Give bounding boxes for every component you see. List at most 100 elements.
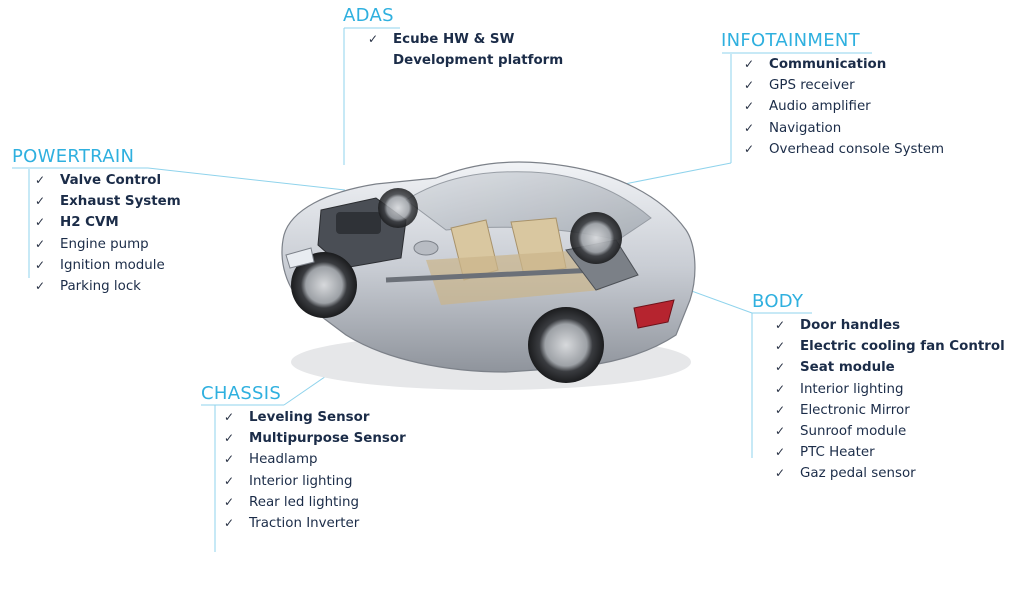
powertrain-item: Parking lock: [60, 278, 141, 294]
list-item: ✓ Ecube HW & SW: [368, 29, 563, 50]
check-icon: ✓: [775, 339, 786, 354]
chassis-item: Headlamp: [249, 452, 318, 468]
infotainment-item: Navigation: [769, 120, 842, 136]
check-icon: ✓: [744, 141, 755, 156]
body-item: Electronic Mirror: [800, 402, 910, 418]
list-item: ✓Interior lighting: [224, 471, 406, 492]
body-title: BODY: [752, 291, 804, 312]
list-item: ✓ GPS receiver: [744, 75, 944, 96]
powertrain-item: Exhaust System: [60, 194, 181, 210]
body-item: Electric cooling fan Control: [800, 339, 1005, 355]
list-item: Development platform: [368, 50, 563, 71]
list-item: ✓ Overhead console System: [744, 139, 944, 160]
list-item: ✓ Sunroof module: [775, 421, 1005, 442]
infotainment-item: Communication: [769, 57, 887, 72]
cutaway-car-icon: [266, 140, 706, 405]
front-right-wheel: [378, 188, 418, 228]
side-mirror: [413, 240, 439, 256]
rear-left-wheel: [528, 307, 604, 383]
list-item: ✓ Engine pump: [35, 234, 181, 255]
check-icon: ✓: [775, 381, 786, 396]
list-item: ✓ Headlamp: [224, 449, 406, 470]
list-item: ✓Gaz pedal sensor: [775, 463, 1005, 484]
check-icon: ✓: [775, 402, 786, 417]
adas-item-1: Ecube HW & SW: [393, 32, 515, 47]
list-item: ✓ Door handles: [775, 315, 1005, 336]
front-left-wheel: [291, 252, 357, 318]
headlight: [285, 247, 315, 269]
infotainment-item: GPS receiver: [769, 78, 855, 94]
check-icon: ✓: [224, 431, 235, 446]
list-item: ✓ Multipurpose Sensor: [224, 428, 406, 449]
chassis-item: Traction Inverter: [249, 515, 360, 531]
list-item: ✓ Navigation: [744, 118, 944, 139]
body-list: ✓ Door handles ✓ Electric cooling fan Cont…: [775, 315, 1005, 485]
chassis-item: Multipurpose Sensor: [249, 431, 406, 447]
list-item: ✓ H2 CVM: [35, 212, 181, 233]
powertrain-title: POWERTRAIN: [12, 146, 135, 167]
body-item: Seat module: [800, 360, 895, 376]
check-icon: ✓: [744, 57, 755, 71]
chassis-list: ✓ Leveling Sensor ✓ Multipurpose Sensor ✓ H…: [224, 407, 406, 534]
adas-list: ✓ Ecube HW & SW Development platform: [368, 29, 563, 71]
check-icon: ✓: [224, 515, 235, 530]
powertrain-item: Valve Control: [60, 173, 162, 188]
list-item: ✓ Leveling Sensor: [224, 407, 406, 428]
powertrain-item: Ignition module: [60, 257, 165, 273]
list-item: ✓ Ignition module: [35, 255, 181, 276]
check-icon: ✓: [224, 410, 235, 424]
list-item: ✓ Electronic Mirror: [775, 400, 1005, 421]
taillight: [633, 299, 675, 329]
adas-item-2: Development platform: [393, 53, 564, 69]
check-icon: ✓: [744, 120, 755, 135]
check-icon: ✓: [35, 257, 46, 272]
check-icon: ✓: [224, 494, 235, 509]
list-item: ✓ Parking lock: [35, 276, 181, 297]
check-icon: ✓: [775, 445, 786, 460]
infotainment-item: Audio amplifier: [769, 99, 871, 115]
check-icon: ✓: [775, 318, 786, 332]
car-illustration: [281, 161, 696, 390]
check-icon: ✓: [744, 78, 755, 93]
list-item: ✓ Interior lighting: [775, 379, 1005, 400]
powertrain-list: ✓Valve Control ✓Exhaust System ✓H2 CVM ✓…: [35, 170, 181, 297]
list-item: ✓ PTC Heater: [775, 442, 1005, 463]
check-icon: ✓: [224, 452, 235, 467]
body-item: PTC Heater: [800, 445, 875, 461]
list-item: ✓ Seat module: [775, 357, 1005, 378]
engine-cover: [336, 212, 381, 234]
check-icon: ✓: [775, 360, 786, 375]
body-item: Sunroof module: [800, 423, 907, 439]
powertrain-item: H2 CVM: [60, 215, 119, 231]
infotainment-list: ✓ Communication ✓ GPS receiver ✓ Audio ampl…: [744, 54, 944, 160]
chassis-item: Rear led lighting: [249, 494, 360, 510]
check-icon: ✓: [35, 173, 46, 187]
list-item: ✓ Rear led lighting: [224, 492, 406, 513]
adas-title: ADAS: [343, 5, 394, 26]
check-icon: ✓: [35, 278, 46, 293]
check-icon: ✓: [35, 236, 46, 251]
chassis-item: Interior lighting: [249, 473, 353, 489]
list-item: ✓ Audio amplifier: [744, 96, 944, 117]
list-item: ✓Exhaust System: [35, 191, 181, 212]
chassis-title: CHASSIS: [201, 383, 282, 404]
drive-shaft: [385, 267, 597, 283]
body-item: Gaz pedal sensor: [800, 466, 916, 482]
cabin-floor: [426, 250, 601, 305]
infotainment-title: INFOTAINMENT: [721, 30, 860, 51]
infotainment-item: Overhead console System: [769, 141, 945, 157]
check-icon: ✓: [775, 423, 786, 438]
check-icon: ✓: [35, 215, 46, 230]
list-item: ✓ Electric cooling fan Control: [775, 336, 1005, 357]
chassis-item: Leveling Sensor: [249, 410, 370, 425]
check-icon: ✓: [744, 99, 755, 114]
body-item: Door handles: [800, 318, 901, 333]
rear-right-wheel: [570, 212, 622, 264]
list-item: ✓ Traction Inverter: [224, 513, 406, 534]
powertrain-item: Engine pump: [60, 236, 149, 252]
check-icon: ✓: [368, 32, 379, 46]
list-item: ✓ Valve Control: [35, 170, 181, 191]
list-item: ✓ Communication: [744, 54, 944, 75]
body-item: Interior lighting: [800, 381, 904, 397]
